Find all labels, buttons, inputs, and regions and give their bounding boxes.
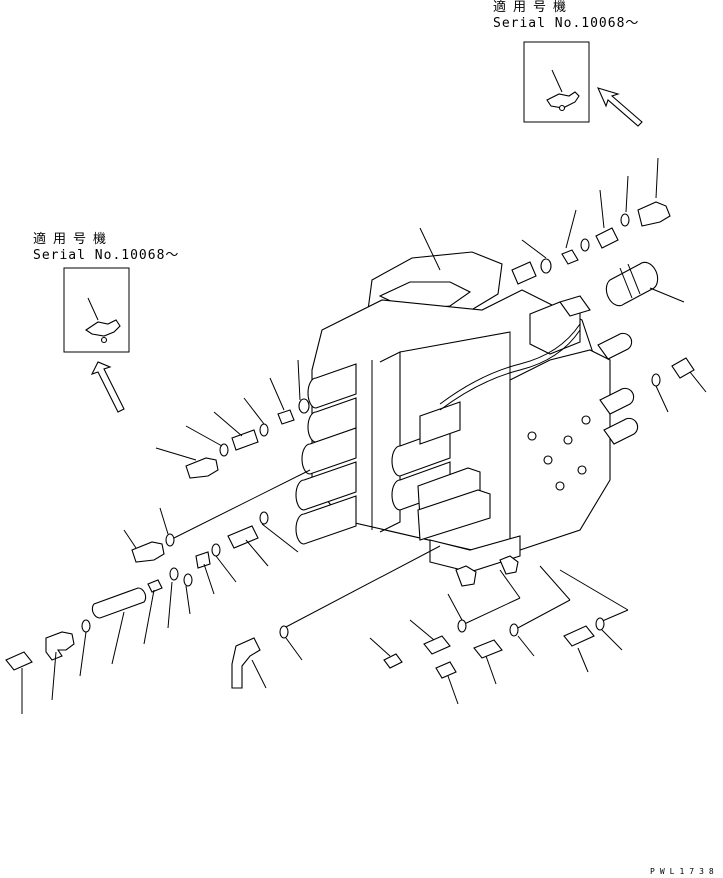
relief-valve [605, 261, 685, 307]
arrow-left [90, 361, 125, 413]
fittings-top-right [419, 157, 671, 274]
serial-note-left-jp: 適用号機 [33, 232, 114, 247]
fittings-right [651, 357, 707, 413]
drawing-code: PWL1738 [650, 867, 719, 876]
fittings-bottom [231, 545, 629, 705]
control-valve-assembly [295, 251, 639, 587]
arrow-top-right [597, 87, 643, 127]
fittings-left-upper [155, 359, 310, 479]
inset-box-top-right [523, 41, 590, 123]
inset-box-left [63, 267, 130, 353]
serial-note-top-serial: Serial No.10068～ [493, 16, 640, 31]
serial-note-left-serial: Serial No.10068～ [33, 248, 180, 263]
fittings-left-lower [5, 469, 311, 714]
serial-note-top-jp: 適用号機 [493, 0, 574, 15]
